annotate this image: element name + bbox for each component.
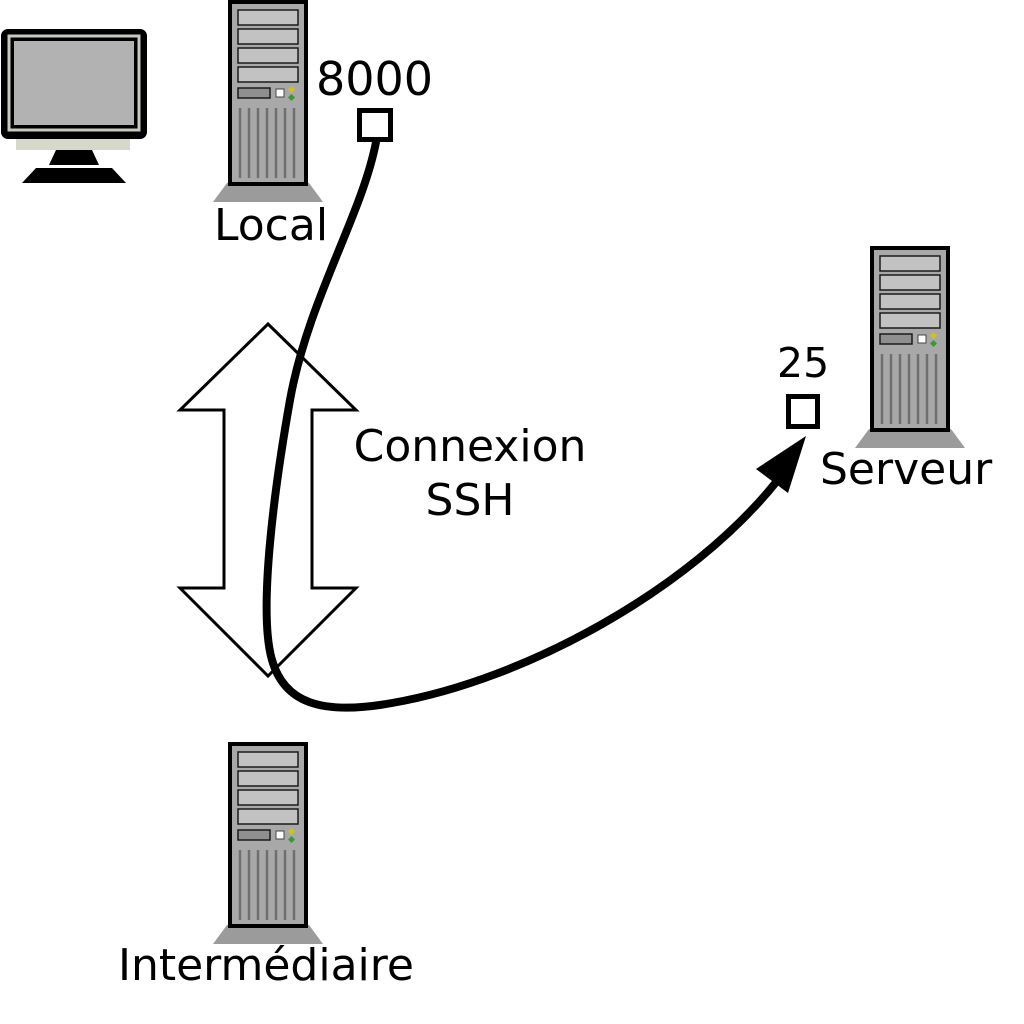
connection-label: Connexion SSH	[330, 420, 610, 527]
connection-label-line2: SSH	[425, 474, 515, 526]
intermediate-server-tower-icon	[212, 742, 324, 946]
connection-label-line1: Connexion	[353, 421, 587, 472]
ssh-double-arrow-icon	[176, 321, 360, 679]
local-port-box	[357, 108, 393, 142]
server-node-label: Serveur	[820, 444, 993, 495]
tunnel-arrowhead-icon	[756, 436, 806, 493]
crt-monitor-icon	[0, 28, 149, 185]
intermediate-node-label: Intermédiaire	[118, 940, 414, 991]
local-server-tower-icon	[212, 0, 324, 204]
remote-server-tower-icon	[854, 246, 966, 450]
server-port-label: 25	[777, 339, 830, 387]
server-port-box	[786, 394, 820, 429]
local-port-label: 8000	[316, 52, 434, 106]
tunnel-curve	[262, 138, 781, 712]
local-node-label: Local	[214, 200, 329, 251]
